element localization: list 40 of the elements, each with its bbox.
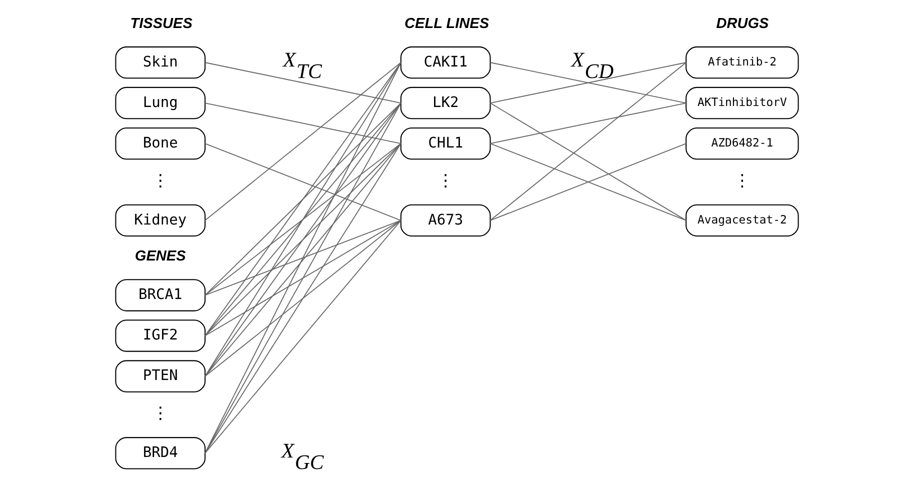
connector xyxy=(204,219,401,296)
connector xyxy=(204,142,401,220)
connector xyxy=(204,142,401,296)
connector xyxy=(489,62,686,103)
label: TISSUES xyxy=(130,15,192,32)
connector xyxy=(204,62,401,220)
connector xyxy=(204,62,401,103)
node-box: AKTinhibitorV xyxy=(685,86,798,119)
node-box: BRCA1 xyxy=(114,278,206,311)
label: ⋮ xyxy=(152,170,168,190)
label: GENES xyxy=(134,248,186,264)
connector xyxy=(204,102,401,296)
node-box: IGF2 xyxy=(114,319,206,352)
label: ⋮ xyxy=(733,170,750,190)
node-box: BRD4 xyxy=(114,436,206,469)
label: CELL LINES xyxy=(404,15,489,32)
node-box: Skin xyxy=(114,46,206,78)
connector xyxy=(204,219,401,376)
node-box: AZD6482-1 xyxy=(685,126,798,160)
node-box: Lung xyxy=(114,86,206,119)
node-box: Kidney xyxy=(114,204,206,236)
connector xyxy=(204,142,401,336)
node-box: Avagacestat-2 xyxy=(685,204,798,236)
connector xyxy=(204,219,401,336)
node-box: LK2 xyxy=(400,86,490,119)
label: ⋮ xyxy=(436,170,454,190)
connector xyxy=(489,142,686,220)
label: DRUGS xyxy=(716,15,768,32)
connector xyxy=(204,102,401,144)
connector xyxy=(204,219,401,454)
node-box: CHL1 xyxy=(400,126,490,160)
node-box: CAKI1 xyxy=(400,46,490,78)
node-box: Bone xyxy=(114,126,206,160)
node-box: Afatinib-2 xyxy=(685,46,798,78)
connector xyxy=(489,102,686,220)
node-box: A673 xyxy=(400,204,490,236)
label: ⋮ xyxy=(152,403,168,422)
connector xyxy=(489,62,686,220)
connector xyxy=(489,102,686,144)
node-box: PTEN xyxy=(114,360,206,392)
